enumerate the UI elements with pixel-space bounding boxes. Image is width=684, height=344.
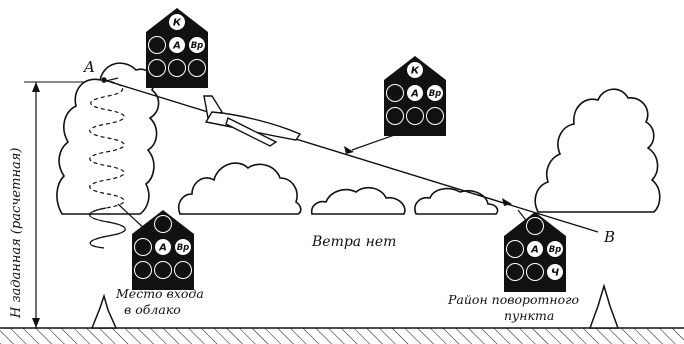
gauge-up bbox=[406, 107, 424, 125]
gauge-up bbox=[168, 59, 186, 77]
turn-area-label-line2: пункта bbox=[504, 308, 554, 323]
gauge-vr-label: Вр bbox=[429, 89, 442, 99]
gauge-h bbox=[386, 107, 404, 125]
gauge-v bbox=[134, 238, 152, 256]
gauge-up-label: УП bbox=[171, 64, 184, 73]
gauge-k-label: К bbox=[159, 220, 168, 231]
instrument-panel-middle: К V А Вр Н УП Ч bbox=[384, 56, 446, 136]
gauge-h bbox=[134, 261, 152, 279]
gauge-ch bbox=[546, 263, 564, 281]
gauge-k bbox=[526, 217, 544, 235]
gauge-a-label: А bbox=[530, 245, 539, 256]
gauge-h bbox=[506, 263, 524, 281]
cloud-entry-label-line1: Место входа bbox=[115, 286, 204, 301]
gauge-h-label: Н bbox=[153, 64, 162, 75]
cloud-low-3 bbox=[414, 187, 499, 215]
gauge-vr bbox=[174, 238, 192, 256]
gauge-h-label: Н bbox=[139, 266, 148, 277]
gauge-k-label: К bbox=[411, 66, 420, 77]
gauge-up-label: УП bbox=[409, 112, 422, 121]
gauge-ch bbox=[174, 261, 192, 279]
cloud-tower-left bbox=[56, 62, 160, 215]
gauge-ch bbox=[426, 107, 444, 125]
height-axis bbox=[24, 81, 98, 328]
gauge-k-label: К bbox=[531, 222, 540, 233]
gauge-v-label: V bbox=[391, 89, 400, 100]
hill-left bbox=[90, 293, 118, 329]
ground bbox=[0, 327, 684, 344]
gauge-up bbox=[154, 261, 172, 279]
gauge-up bbox=[526, 263, 544, 281]
gauge-h-label: Н bbox=[391, 112, 400, 123]
gauge-a-label: А bbox=[158, 243, 167, 254]
height-axis-label: H заданная (расчетная) bbox=[9, 148, 24, 319]
gauge-ch bbox=[188, 59, 206, 77]
gauge-a-label: А bbox=[172, 41, 181, 52]
gauge-ch-label: Ч bbox=[431, 112, 439, 123]
gauge-vr-label: Вр bbox=[191, 41, 204, 51]
gauge-k bbox=[168, 13, 186, 31]
cloud-low-2 bbox=[310, 186, 406, 215]
gauge-up-label: УП bbox=[157, 266, 170, 275]
instrument-panel-turn-point: К V А Вр Н УП Ч bbox=[504, 212, 566, 292]
gauge-a-label: А bbox=[410, 89, 419, 100]
gauge-v bbox=[506, 240, 524, 258]
gauge-a bbox=[154, 238, 172, 256]
gauge-up-label: УП bbox=[529, 268, 542, 277]
gauge-k bbox=[406, 61, 424, 79]
gauge-v bbox=[148, 36, 166, 54]
spiral-descent bbox=[89, 79, 126, 249]
gauge-v-label: V bbox=[139, 243, 148, 254]
cloud-tower-right bbox=[534, 88, 661, 213]
gauge-h-label: Н bbox=[511, 268, 520, 279]
gauge-ch-label: Ч bbox=[179, 266, 187, 277]
point-a-label: A bbox=[82, 58, 95, 76]
gauge-a bbox=[406, 84, 424, 102]
aircraft-icon bbox=[203, 95, 302, 147]
gauge-vr bbox=[188, 36, 206, 54]
instrument-panel-cloud-entry: К V А Вр Н УП Ч bbox=[132, 210, 194, 290]
gauge-k bbox=[154, 215, 172, 233]
gauge-vr-label: Вр bbox=[549, 245, 562, 255]
gauge-h bbox=[148, 59, 166, 77]
gauge-vr-label: Вр bbox=[177, 243, 190, 253]
gauge-a bbox=[526, 240, 544, 258]
gauge-k-label: К bbox=[173, 18, 182, 29]
no-wind-label: Ветра нет bbox=[311, 234, 396, 250]
gauge-vr bbox=[546, 240, 564, 258]
gauge-ch-label: Ч bbox=[551, 268, 559, 279]
flight-path bbox=[101, 77, 599, 233]
gauge-vr bbox=[426, 84, 444, 102]
cloud-low-1 bbox=[177, 162, 302, 215]
cloud-entry-label-line2: в облако bbox=[124, 302, 181, 317]
point-b-label: B bbox=[603, 228, 615, 246]
instrument-panel-top: К V А Вр Н УП Ч bbox=[146, 8, 208, 88]
gauge-v-label: V bbox=[511, 245, 520, 256]
gauge-a bbox=[168, 36, 186, 54]
hill-right bbox=[588, 283, 620, 329]
gauge-v-label: V bbox=[153, 41, 162, 52]
turn-area-label-line1: Район поворотного bbox=[447, 292, 579, 307]
gauge-ch-label: Ч bbox=[193, 64, 201, 75]
gauge-v bbox=[386, 84, 404, 102]
